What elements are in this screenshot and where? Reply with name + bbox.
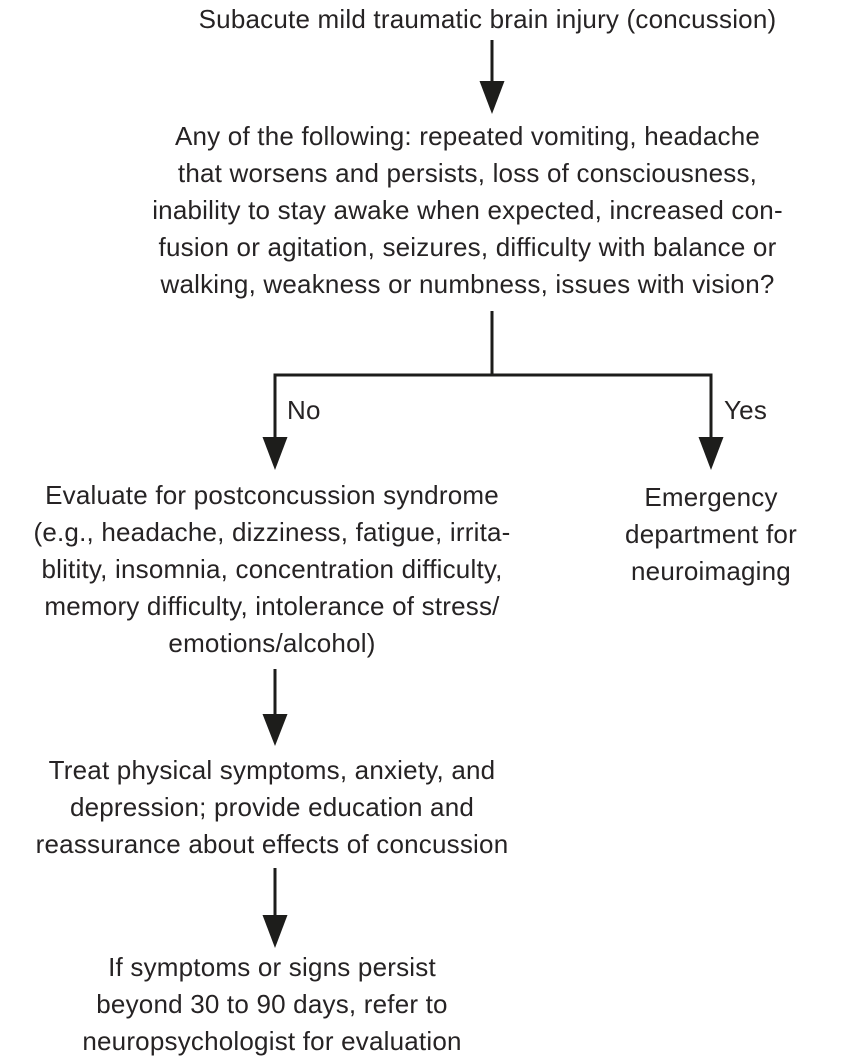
arrow-title-to-question [479, 40, 505, 114]
node-neuropsychologist-referral: If symptoms or signs persist beyond 30 t… [82, 952, 462, 1056]
node-title: Subacute mild traumatic brain injury (co… [198, 4, 777, 34]
node-treat-symptoms: Treat physical symptoms, anxiety, and de… [35, 755, 509, 859]
branch-label-yes: Yes [724, 395, 768, 425]
arrow-treat-to-followup [262, 868, 288, 948]
arrowhead-down-icon [479, 81, 505, 114]
arrowhead-down-icon [262, 714, 288, 746]
node-evaluate-postconcussion: Evaluate for postconcussion syndrome (e.… [33, 480, 511, 658]
arrow-evaluate-to-treat [262, 669, 288, 746]
node-emergency-department: Emergency department for neuroimaging [625, 482, 797, 586]
node-question: Any of the following: repeated vomiting,… [152, 121, 783, 299]
arrowhead-down-icon [698, 437, 724, 470]
arrowhead-down-icon [262, 437, 288, 470]
branch-label-no: No [287, 395, 321, 425]
branch-connector [262, 311, 724, 470]
arrowhead-down-icon [262, 915, 288, 948]
